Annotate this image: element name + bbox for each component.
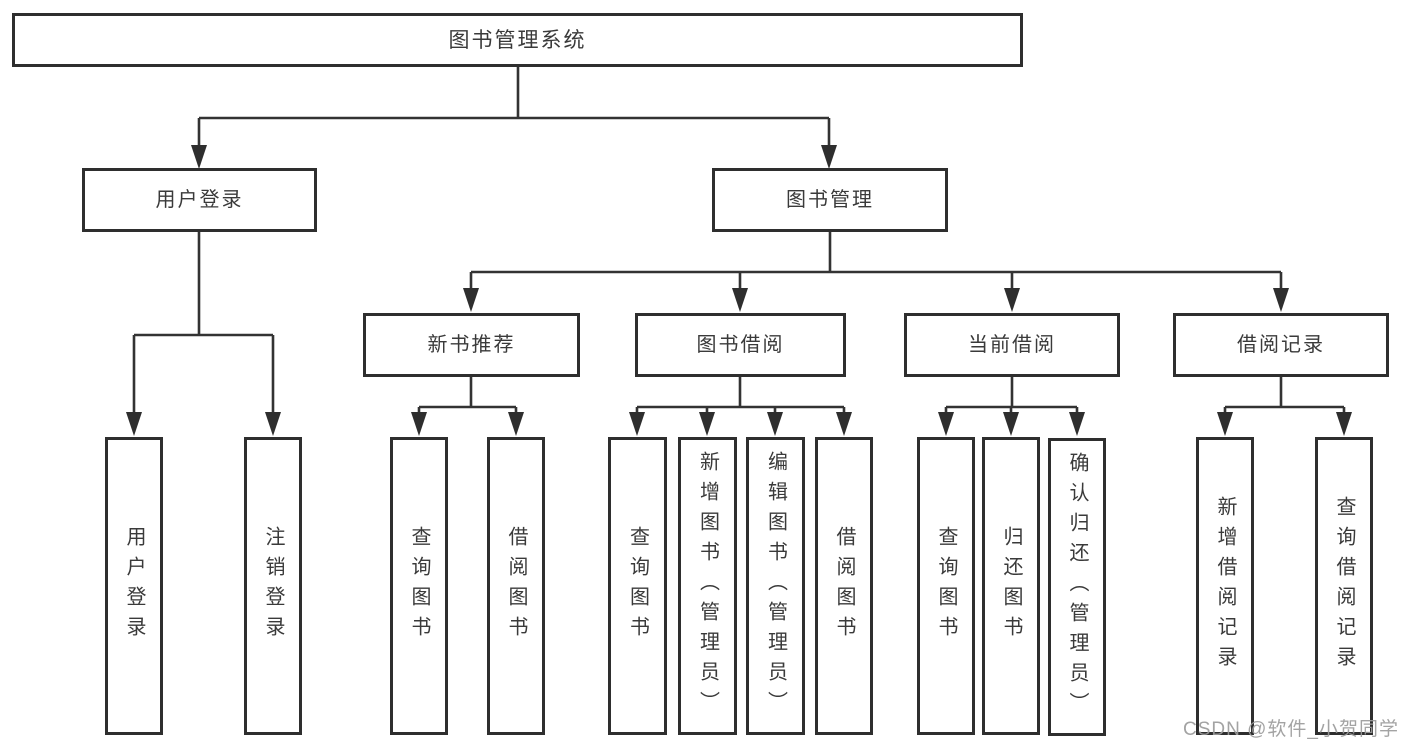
leaf-logout: 注销登录 (244, 437, 302, 735)
csdn-watermark: CSDN @软件_小贺同学 (1183, 719, 1399, 740)
leaf-add-borrow-record: 新增借阅记录 (1196, 437, 1254, 735)
leaf-add-books-admin: 新增图书（管理员） (678, 437, 737, 735)
leaf-edit-books-admin: 编辑图书（管理员） (746, 437, 805, 735)
leaf-query-books-current: 查询图书 (917, 437, 975, 735)
leaf-borrow-books-recommend: 借阅图书 (487, 437, 545, 735)
leaf-borrow-books-borrowing: 借阅图书 (815, 437, 873, 735)
node-library-management-system: 图书管理系统 (12, 13, 1023, 67)
leaf-query-books-recommend: 查询图书 (390, 437, 448, 735)
arrowheads (126, 145, 1352, 436)
node-book-management-branch: 图书管理 (712, 168, 948, 232)
leaf-query-books-borrowing: 查询图书 (608, 437, 667, 735)
node-current-borrowing: 当前借阅 (904, 313, 1120, 377)
leaf-user-login: 用户登录 (105, 437, 163, 735)
node-new-book-recommend: 新书推荐 (363, 313, 580, 377)
connector-lines (132, 66, 1346, 432)
leaf-confirm-return-admin: 确认归还（管理员） (1048, 438, 1106, 736)
leaf-query-borrow-record: 查询借阅记录 (1315, 437, 1373, 735)
node-book-borrowing: 图书借阅 (635, 313, 846, 377)
node-borrowing-records: 借阅记录 (1173, 313, 1389, 377)
node-user-login-branch: 用户登录 (82, 168, 317, 232)
leaf-return-books: 归还图书 (982, 437, 1040, 735)
